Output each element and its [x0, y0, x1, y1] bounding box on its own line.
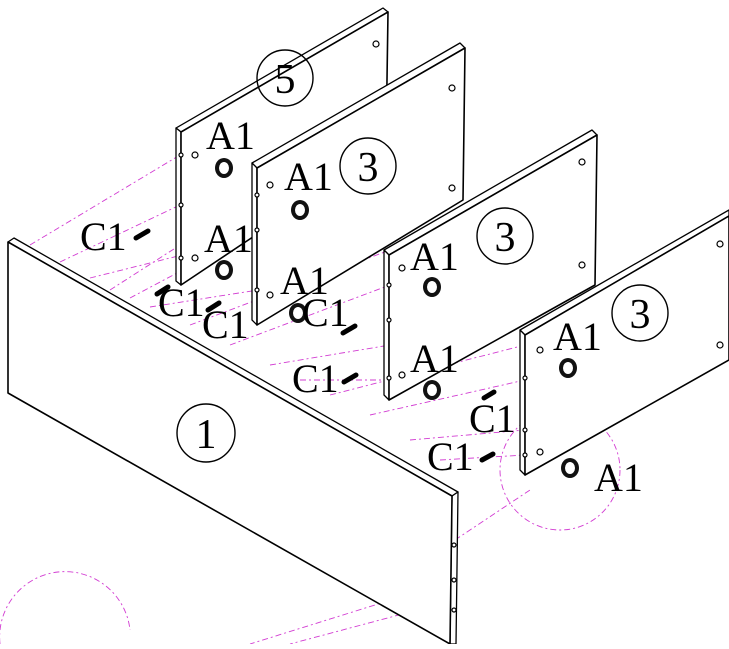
- cam-lock-icon: [215, 260, 233, 280]
- label-a1: A1: [204, 216, 253, 261]
- dowel-icon: [341, 372, 359, 385]
- cam-lock-icon: [289, 303, 307, 323]
- cam-lock-icon: [559, 358, 577, 378]
- dowel-icon: [479, 451, 496, 463]
- panel-3b: 3: [383, 129, 598, 401]
- label-c1: C1: [80, 214, 127, 259]
- label-c1: C1: [469, 396, 516, 441]
- part-number-3b: 3: [495, 215, 516, 261]
- label-a1: A1: [206, 113, 255, 158]
- label-a1: A1: [594, 455, 643, 500]
- part-number-3c: 3: [630, 292, 651, 338]
- dowel-icon: [205, 300, 222, 313]
- panel-3a: 3: [251, 42, 466, 326]
- label-a1: A1: [410, 234, 459, 279]
- detail-circle-left: [0, 571, 131, 644]
- cam-lock-icon: [423, 380, 441, 400]
- part-number-1: 1: [196, 412, 217, 458]
- label-a1: A1: [280, 258, 329, 303]
- part-number-3a: 3: [358, 145, 379, 191]
- c1-labels: C1 C1 C1 C1 C1 C1 C1: [80, 214, 516, 479]
- part-callout-1: [176, 403, 236, 463]
- dowels: [133, 228, 497, 463]
- dowel-icon: [481, 389, 497, 401]
- label-c1: C1: [158, 280, 205, 325]
- part-callout-5: [256, 49, 314, 107]
- panel-3c: 3: [519, 209, 729, 476]
- part-number-5: 5: [275, 57, 296, 103]
- label-a1: A1: [553, 314, 602, 359]
- label-a1: A1: [410, 336, 459, 381]
- label-c1: C1: [292, 356, 339, 401]
- dowel-icon: [154, 284, 171, 297]
- dowel-icon: [340, 323, 358, 336]
- cam-locks: [215, 158, 579, 478]
- label-c1: C1: [427, 434, 474, 479]
- cam-lock-icon: [291, 200, 309, 220]
- label-a1: A1: [284, 154, 333, 199]
- cam-lock-icon: [215, 158, 233, 178]
- dowel-icon: [133, 228, 151, 241]
- label-c1: C1: [202, 302, 249, 347]
- part-callout-3a: [339, 137, 397, 195]
- cam-lock-icon: [423, 277, 441, 297]
- part-callout-3c: [611, 284, 669, 342]
- part-callout-3b: [476, 207, 534, 265]
- cam-lock-icon: [561, 458, 579, 478]
- label-c1: C1: [302, 290, 349, 335]
- a1-labels: A1 A1 A1 A1 A1 A1 A1 A1: [204, 113, 643, 500]
